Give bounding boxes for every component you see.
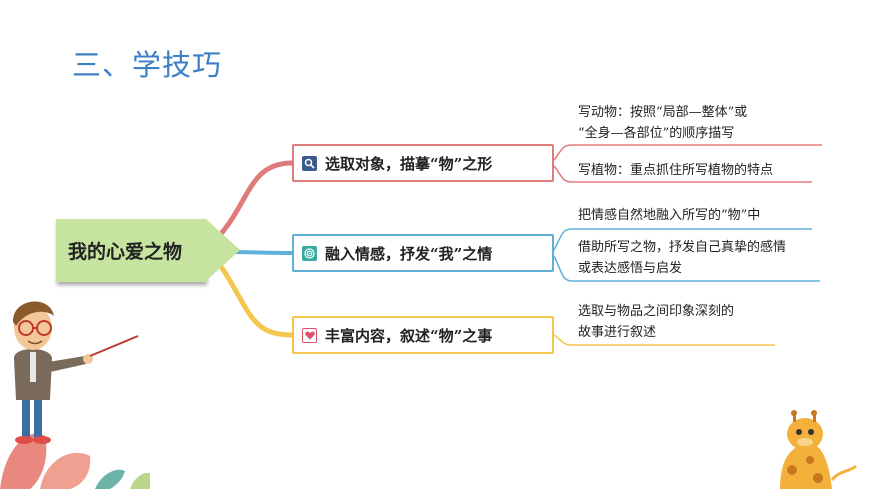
leaf-3-1: 选取与物品之间印象深刻的 故事进行叙述 [578,301,734,343]
leaf-1-1-line2: “全身—各部位”的顺序描写 [578,126,735,141]
leaf-1-1-line1: 写动物：按照“局部—整体”或 [578,105,748,120]
leaf-2-1-line1: 把情感自然地融入所写的“物”中 [578,208,761,223]
target-icon [302,245,317,261]
branch-node-1: 选取对象，描摹“物”之形 [292,144,554,182]
leaf-2-2-line1: 借助所写之物，抒发自己真挚的感情 [578,240,787,255]
connector-leaf-2-2 [553,255,820,282]
leaf-1-1: 写动物：按照“局部—整体”或 “全身—各部位”的顺序描写 [578,102,747,144]
leaf-1-2-line1: 写植物：重点抓住所写植物的特点 [578,163,774,178]
branch-label-1: 选取对象，描摹“物”之形 [325,154,493,173]
leaf-2-2: 借助所写之物，抒发自己真挚的感情 或表达感悟与启发 [578,237,786,279]
branch-node-2: 融入情感，抒发“我”之情 [292,234,554,272]
magnifier-icon [302,155,317,171]
giraffe-illustration [780,410,858,489]
connector-leaf-3-1 [553,334,775,346]
connector-leaf-1-2 [553,165,812,183]
branch-label-3: 丰富内容，叙述“物”之事 [325,326,493,345]
connector-leaf-1-1 [553,144,822,161]
leaf-1-2: 写植物：重点抓住所写植物的特点 [578,160,773,181]
leaf-2-1: 把情感自然地融入所写的“物”中 [578,205,760,226]
root-node: 我的心爱之物 [56,219,206,282]
branch-label-2: 融入情感，抒发“我”之情 [325,244,493,263]
root-arrow-tip [206,219,240,281]
branch-node-3: 丰富内容，叙述“物”之事 [292,316,554,354]
connector-leaf-2-1 [553,228,812,251]
leaf-3-1-line2: 故事进行叙述 [578,325,657,340]
leaf-2-2-line2: 或表达感悟与启发 [578,261,683,276]
heart-icon [302,327,317,343]
leaf-3-1-line1: 选取与物品之间印象深刻的 [578,304,735,319]
root-label: 我的心爱之物 [68,241,183,263]
teacher-illustration [0,301,150,489]
page-title: 三、学技巧 [72,48,223,82]
